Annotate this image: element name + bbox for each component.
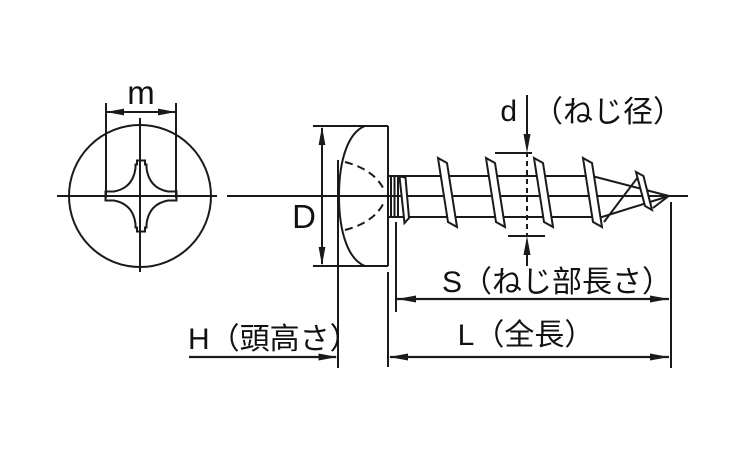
d-arrowhead-up xyxy=(523,236,531,255)
dim-label-L: L（全長） xyxy=(458,319,595,352)
S-arrowhead-right xyxy=(650,295,669,303)
tip-thread-helix-line xyxy=(603,176,639,223)
d-arrowhead-down xyxy=(523,134,531,153)
L-arrowhead-left xyxy=(389,353,408,361)
dimension-D: D xyxy=(292,126,326,266)
m-arrowhead-left xyxy=(106,108,124,116)
thread-blade-start xyxy=(398,175,411,226)
dim-label-S: S（ねじ部長さ） xyxy=(442,266,672,299)
dim-label-H: H（頭高さ） xyxy=(188,323,360,356)
dimension-m: m xyxy=(105,74,177,198)
recess-hidden-line-lower xyxy=(344,199,386,231)
dimension-d: d （ねじ径） xyxy=(495,95,683,266)
thread-blade xyxy=(436,156,459,229)
thread-runout-lines xyxy=(390,176,399,217)
dim-label-m: m xyxy=(127,74,155,111)
thread-blade xyxy=(484,156,507,229)
S-arrowhead-left xyxy=(397,295,416,303)
thread-blade-tip xyxy=(634,170,654,213)
thread-blade xyxy=(532,156,555,229)
front-view-head xyxy=(57,118,217,272)
phillips-recess-outline xyxy=(104,159,178,233)
thread-blade xyxy=(581,156,604,229)
dim-label-d-note: （ねじ径） xyxy=(533,96,683,129)
dim-label-d: d xyxy=(500,95,517,128)
shaft-bottom-edge xyxy=(388,195,670,218)
dimension-S: S（ねじ部長さ） xyxy=(395,202,672,368)
tip-point-line xyxy=(652,195,669,209)
recess-hidden-line-upper xyxy=(344,161,386,193)
side-view-screw xyxy=(227,125,688,267)
m-arrowhead-right xyxy=(158,108,176,116)
D-arrowhead-top xyxy=(318,126,326,145)
dim-label-D: D xyxy=(292,198,316,235)
D-arrowhead-bottom xyxy=(318,247,326,266)
H-arrowhead-right xyxy=(318,353,338,361)
L-arrowhead-right xyxy=(650,353,669,361)
dimension-L-H: L（全長） H（頭高さ） xyxy=(188,160,669,368)
